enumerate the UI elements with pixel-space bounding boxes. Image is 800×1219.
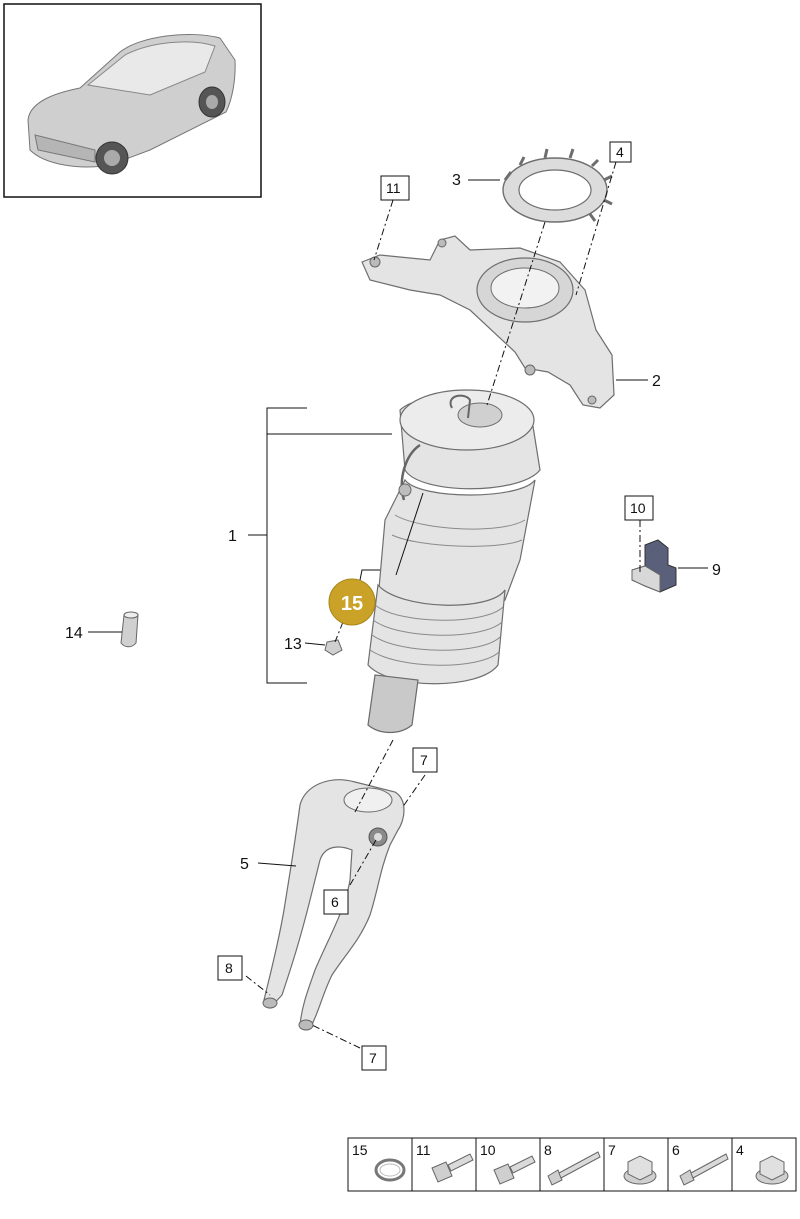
callout-4: 4 — [616, 144, 624, 160]
callout-9: 9 — [712, 562, 721, 579]
callout-10: 10 — [630, 500, 646, 516]
legend-num: 11 — [416, 1142, 431, 1158]
legend-cell-10[interactable]: 10 — [480, 1142, 536, 1185]
flange-bolt-icon — [493, 1155, 536, 1185]
callout-7a: 7 — [420, 752, 428, 768]
washer-ring-icon — [374, 1158, 406, 1182]
parts-legend: 15 11 10 8 — [347, 1137, 797, 1192]
legend-num: 15 — [352, 1142, 368, 1158]
leader-lines — [88, 161, 708, 1049]
callout-4-box — [609, 141, 632, 163]
callout-labels: 1 2 3 4 5 6 7 7 8 9 10 11 13 14 15 — [65, 141, 721, 1071]
flange-bolt-icon — [431, 1153, 474, 1183]
legend-cell-7[interactable]: 7 — [608, 1142, 657, 1185]
callout-7b-box — [361, 1045, 387, 1071]
callout-2: 2 — [652, 373, 661, 390]
callout-8-box — [217, 955, 243, 981]
legend-num: 10 — [480, 1142, 496, 1158]
callout-15: 15 — [341, 593, 363, 615]
vehicle-thumbnail — [3, 3, 262, 198]
legend-num: 4 — [736, 1142, 744, 1158]
sensor-bracket — [631, 539, 677, 593]
legend-num: 7 — [608, 1142, 616, 1158]
legend-cell-6[interactable]: 6 — [672, 1142, 729, 1186]
flange-nut-icon — [755, 1155, 789, 1185]
legend-cell-4[interactable]: 4 — [736, 1142, 789, 1185]
callout-7a-box — [412, 747, 438, 773]
strut-fork — [262, 779, 405, 1031]
pin-part — [120, 611, 139, 648]
legend-num: 6 — [672, 1142, 680, 1158]
callout-11-box — [380, 175, 410, 201]
callout-10-box — [624, 495, 654, 521]
small-nut-part — [324, 639, 343, 656]
top-mount-bracket — [361, 235, 615, 409]
callout-5: 5 — [240, 856, 249, 873]
spring-seat-ring — [502, 148, 613, 223]
callout-11: 11 — [386, 180, 401, 196]
legend-cell-15[interactable]: 15 — [352, 1142, 406, 1182]
callout-6: 6 — [331, 894, 339, 910]
long-bolt-icon — [547, 1151, 601, 1186]
callout-13: 13 — [284, 636, 302, 653]
car-icon — [27, 33, 236, 175]
callout-15-highlight[interactable]: 15 — [328, 578, 376, 626]
callout-8: 8 — [225, 960, 233, 976]
callout-1: 1 — [228, 528, 237, 545]
callout-7b: 7 — [369, 1050, 377, 1066]
legend-cell-11[interactable]: 11 — [416, 1142, 474, 1183]
flange-nut-icon — [623, 1155, 657, 1185]
legend-num: 8 — [544, 1142, 552, 1158]
air-strut-assembly — [367, 389, 541, 734]
long-bolt-icon — [679, 1153, 729, 1186]
callout-6-box — [323, 889, 349, 915]
assembly-bracket-lines — [248, 407, 392, 684]
legend-cell-8[interactable]: 8 — [544, 1142, 601, 1186]
callout-3: 3 — [452, 172, 461, 189]
callout-14: 14 — [65, 625, 83, 642]
